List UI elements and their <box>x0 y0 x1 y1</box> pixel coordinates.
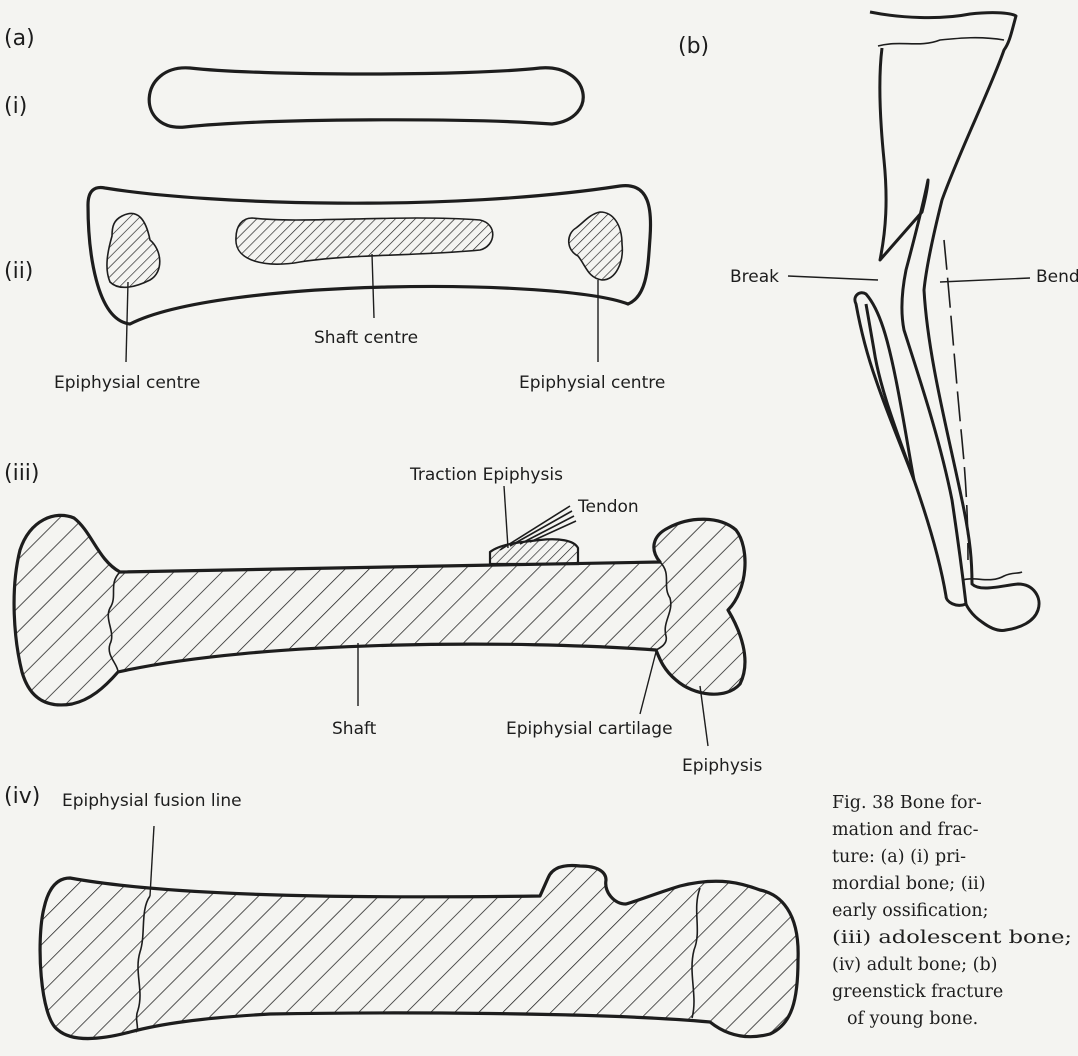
traction-epiphysis-mark <box>490 539 578 564</box>
fusion-line-leader <box>150 826 154 896</box>
tendon-label: Tendon <box>577 497 639 517</box>
caption-line-1: Fig. 38 Bone for- <box>832 793 982 813</box>
primordial-bone <box>149 68 583 127</box>
epiphysial-centre-left-mark <box>107 213 160 287</box>
epiphysial-centre-right-mark <box>569 212 623 280</box>
adolescent-bone-left-epiphysis <box>14 515 120 705</box>
caption-line-3: ture: (a) (i) pri- <box>832 847 966 867</box>
epiphysial-fusion-line-label: Epiphysial fusion line <box>62 791 242 811</box>
break-leader <box>788 276 878 280</box>
caption-line-7: (iv) adult bone; (b) <box>832 955 997 975</box>
shaft-label: Shaft <box>332 719 377 739</box>
panel-label-b: (b) <box>678 34 709 59</box>
upper-epiphysial-line <box>878 38 1004 46</box>
greenstick-bone-inner <box>880 48 966 604</box>
traction-epiphysis-label: Traction Epiphysis <box>409 465 563 485</box>
adolescent-bone-shaft <box>110 562 668 672</box>
panel-label-i: (i) <box>4 94 27 119</box>
epiphysis-label: Epiphysis <box>682 756 762 776</box>
epiphysial-centre-right-label: Epiphysial centre <box>519 373 665 393</box>
epiphysial-cartilage-label: Epiphysial cartilage <box>506 719 673 739</box>
caption-line-2: mation and frac- <box>832 820 979 840</box>
caption-line-6: (iii) adolescent bone; <box>832 928 1072 948</box>
adult-bone <box>40 866 798 1039</box>
epiphysial-cartilage-leader <box>640 652 656 714</box>
shaft-centre-mark <box>236 218 493 264</box>
shaft-centre-leader <box>372 254 374 318</box>
panel-label-ii: (ii) <box>4 259 33 284</box>
caption-line-8: greenstick fracture <box>832 982 1003 1002</box>
caption-line-5: early ossification; <box>832 901 989 921</box>
bend-leader <box>940 278 1030 282</box>
epiphysial-centre-left-label: Epiphysial centre <box>54 373 200 393</box>
greenstick-bone-upper <box>866 12 1039 631</box>
panel-label-a: (a) <box>4 26 35 51</box>
caption-line-9: of young bone. <box>847 1009 978 1029</box>
panel-label-iii: (iii) <box>4 461 40 486</box>
bend-label: Bend <box>1036 267 1078 287</box>
panel-label-iv: (iv) <box>4 784 40 809</box>
shaft-centre-label: Shaft centre <box>314 328 418 348</box>
break-label: Break <box>730 267 779 287</box>
caption-line-4: mordial bone; (ii) <box>832 874 986 894</box>
epiphysial-centre-left-leader <box>126 282 128 362</box>
traction-epiphysis-leader <box>504 486 508 548</box>
figure-caption: Fig. 38 Bone for- mation and frac- ture:… <box>832 793 1072 1029</box>
